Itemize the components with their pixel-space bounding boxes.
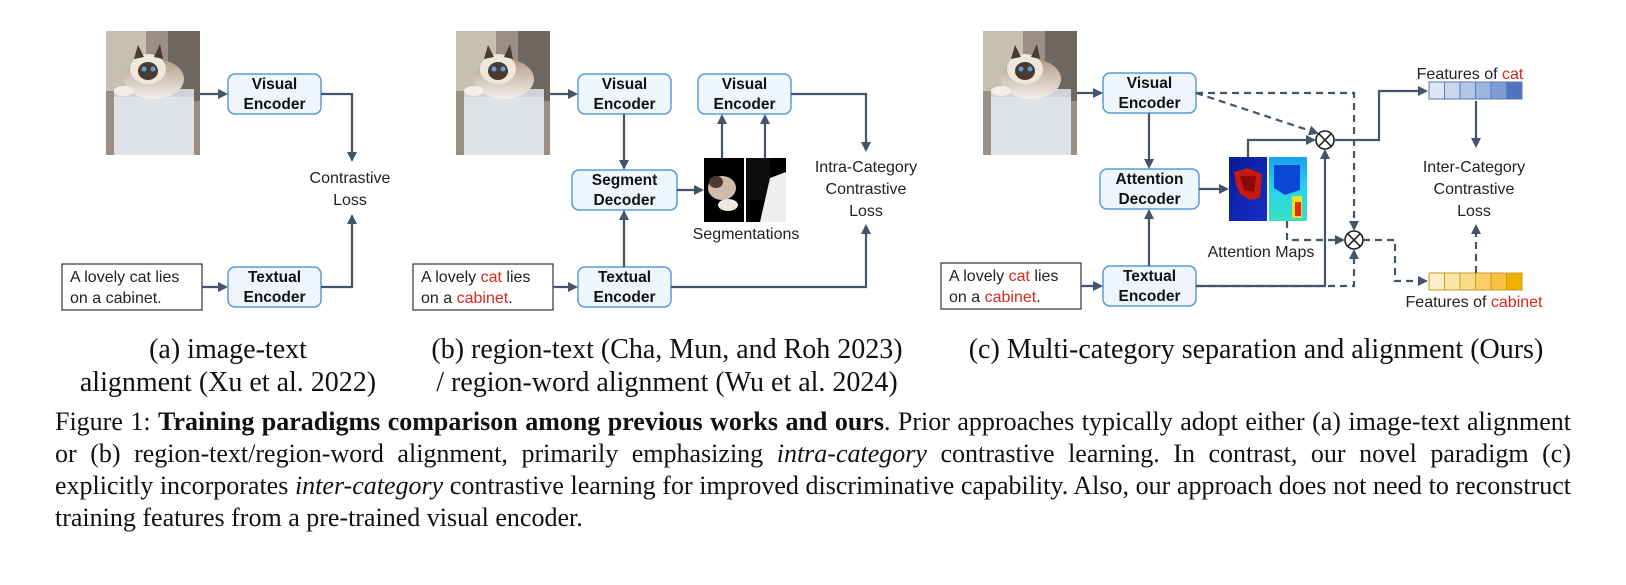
panel-b: Visual Encoder Visual Encoder Segment De… (412, 31, 917, 398)
svg-text:A lovely cat lies: A lovely cat lies (949, 268, 1058, 285)
svg-text:on a cabinet.: on a cabinet. (421, 290, 513, 307)
visual-encoder-a: Visual Encoder (227, 73, 322, 115)
attention-map-images (1229, 157, 1307, 221)
svg-text:alignment (Xu et al. 2022): alignment (Xu et al. 2022) (80, 367, 376, 398)
svg-text:Inter-Category: Inter-Category (1423, 159, 1525, 176)
segmentation-images (704, 158, 786, 222)
loss-b: Intra-Category Contrastive Loss (815, 159, 917, 220)
panel-c: Visual Encoder Attention Decoder Textual… (940, 31, 1544, 365)
cat-feature-cell (1475, 81, 1492, 100)
svg-text:Visual: Visual (1127, 75, 1172, 92)
caption-text-1: . Prior approaches typically adopt eithe… (55, 407, 1571, 468)
svg-text:on a cabinet.: on a cabinet. (70, 290, 162, 307)
cat-photo-b (456, 31, 550, 155)
visual-encoder-b: Visual Encoder (577, 73, 672, 115)
cat-feature-cell (1506, 81, 1523, 100)
attention-decoder-c: Attention Decoder (1099, 168, 1200, 210)
visual-encoder-b-2: Visual Encoder (697, 73, 792, 115)
segment-decoder-b: Segment Decoder (571, 169, 678, 211)
svg-text:Intra-Category: Intra-Category (815, 159, 917, 176)
features-cat-vector (1428, 81, 1523, 100)
loss-c: Inter-Category Contrastive Loss (1423, 159, 1525, 220)
visual-encoder-c: Visual Encoder (1102, 72, 1197, 114)
svg-text:on a cabinet.: on a cabinet. (949, 289, 1041, 306)
text-input-a: A lovely cat lies on a cabinet. (61, 263, 203, 311)
svg-text:Segment: Segment (592, 172, 657, 189)
figure-caption: Figure 1: Training paradigms comparison … (55, 406, 1571, 534)
caption-a: (a) image-text alignment (Xu et al. 2022… (80, 334, 376, 398)
svg-text:Loss: Loss (1457, 203, 1491, 220)
multiply-node-top (1315, 130, 1335, 150)
arrows-c-dashed (1195, 91, 1481, 288)
textual-encoder-b: Textual Encoder (577, 266, 672, 308)
text-input-c: A lovely cat lies on a cabinet. (940, 262, 1082, 310)
svg-text:Encoder: Encoder (593, 96, 655, 113)
svg-text:Contrastive: Contrastive (826, 181, 907, 198)
caption-text-3: contrastive learning for improved discri… (55, 471, 1571, 532)
cat-feature-cell (1490, 81, 1507, 100)
cabinet-feature-cell (1475, 272, 1492, 291)
cat-feature-cell (1428, 81, 1445, 100)
svg-text:Visual: Visual (722, 76, 767, 93)
caption-text-2: contrastive learning. In contrast, our n… (55, 439, 1571, 500)
svg-text:Encoder: Encoder (243, 289, 305, 306)
cat-photo-c (983, 31, 1077, 155)
caption-bold: Training paradigms comparison among prev… (158, 407, 884, 436)
cabinet-feature-cell (1506, 272, 1523, 291)
svg-text:Visual: Visual (252, 76, 297, 93)
textual-encoder-a: Textual Encoder (227, 266, 322, 308)
cabinet-feature-cell (1428, 272, 1445, 291)
text-input-b: A lovely cat lies on a cabinet. (412, 263, 554, 311)
cat-feature-cell (1444, 81, 1461, 100)
multiply-node-bottom (1344, 230, 1364, 250)
cabinet-feature-cell (1459, 272, 1476, 291)
svg-text:Encoder: Encoder (713, 96, 775, 113)
svg-text:Textual: Textual (598, 269, 651, 286)
features-cabinet-label: Features of cabinet (1406, 294, 1544, 311)
cabinet-feature-cell (1490, 272, 1507, 291)
arrows-b (550, 89, 871, 292)
cabinet-feature-cell (1444, 272, 1461, 291)
svg-text:Encoder: Encoder (1118, 288, 1180, 305)
segmentations-label: Segmentations (693, 226, 800, 243)
svg-text:Loss: Loss (849, 203, 883, 220)
loss-a: Contrastive Loss (310, 170, 391, 209)
svg-text:Attention: Attention (1115, 171, 1183, 188)
textual-encoder-c: Textual Encoder (1102, 265, 1197, 307)
features-cat-label: Features of cat (1417, 66, 1524, 83)
caption-c: (c) Multi-category separation and alignm… (969, 334, 1544, 365)
cat-photo-a (106, 31, 200, 155)
svg-text:Textual: Textual (1123, 268, 1176, 285)
svg-text:A lovely cat lies: A lovely cat lies (421, 269, 530, 286)
svg-text:Contrastive: Contrastive (310, 170, 391, 187)
svg-text:(b) region-text (Cha, Mun, and: (b) region-text (Cha, Mun, and Roh 2023) (431, 334, 902, 365)
caption-b: (b) region-text (Cha, Mun, and Roh 2023)… (431, 334, 902, 398)
svg-text:Textual: Textual (248, 269, 301, 286)
cat-feature-cell (1459, 81, 1476, 100)
svg-text:Encoder: Encoder (1118, 95, 1180, 112)
svg-text:Decoder: Decoder (593, 192, 655, 209)
svg-text:Contrastive: Contrastive (1434, 181, 1515, 198)
svg-text:(a) image-text: (a) image-text (149, 334, 307, 365)
svg-text:Loss: Loss (333, 192, 367, 209)
svg-text:Visual: Visual (602, 76, 647, 93)
panel-a: Visual Encoder Textual Encoder A lovely … (61, 31, 391, 398)
svg-text:Encoder: Encoder (593, 289, 655, 306)
attention-maps-label: Attention Maps (1208, 244, 1315, 261)
svg-text:Encoder: Encoder (243, 96, 305, 113)
features-cabinet-vector (1428, 272, 1523, 291)
svg-text:A lovely cat lies: A lovely cat lies (70, 269, 179, 286)
caption-italic-2: inter-category (294, 471, 444, 500)
arrows-a (200, 89, 357, 292)
caption-label: Figure 1: (55, 407, 159, 436)
svg-text:/ region-word alignment (Wu et: / region-word alignment (Wu et al. 2024) (436, 367, 898, 398)
caption-italic-1: intra-category (776, 439, 927, 468)
svg-text:Decoder: Decoder (1118, 191, 1180, 208)
